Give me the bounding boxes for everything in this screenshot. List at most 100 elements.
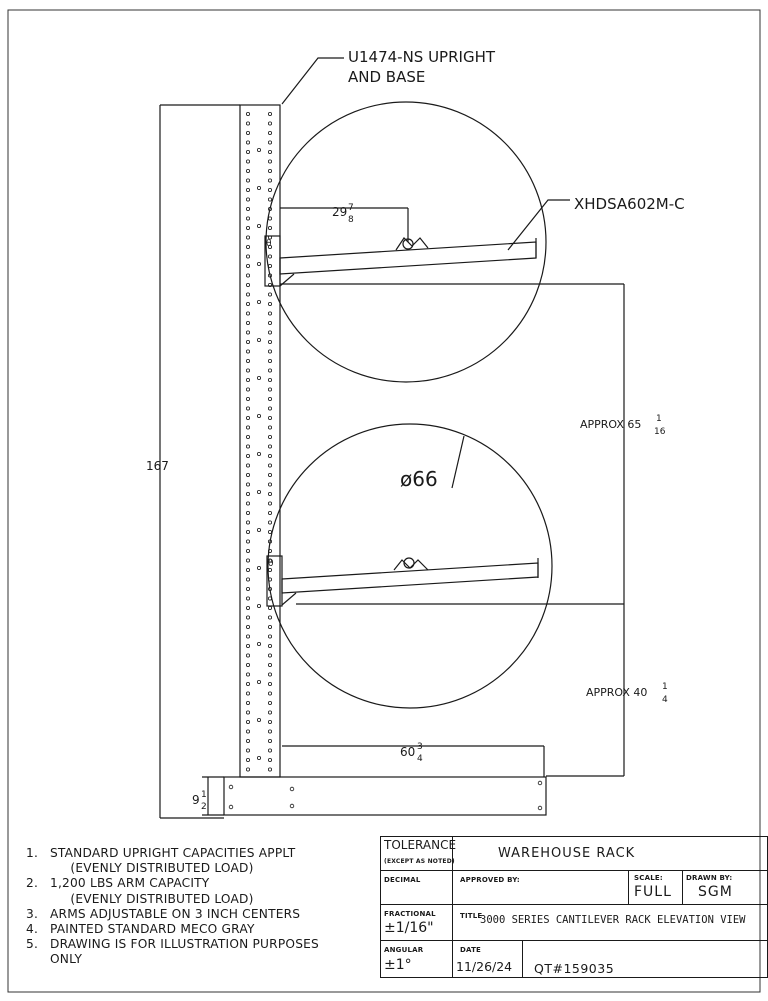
note-row: 1.STANDARD UPRIGHT CAPACITIES APPLT <box>26 846 366 861</box>
upright-hole <box>245 606 250 611</box>
upright-hole <box>256 642 261 647</box>
upright-hole <box>245 644 250 649</box>
tolerance-label: TOLERANCE <box>384 838 457 852</box>
upright-hole <box>245 615 250 620</box>
upright-hole <box>267 691 272 696</box>
upright-hole <box>245 121 250 126</box>
upright-hole <box>267 387 272 392</box>
upright-hole <box>256 223 261 228</box>
upright-hole <box>267 320 272 325</box>
upright-hole <box>245 244 250 249</box>
dim-arm-length-num: 7 <box>348 203 354 213</box>
dim-base-height-whole: 9 <box>192 793 200 807</box>
upright-hole <box>256 451 261 456</box>
upright-hole <box>245 758 250 763</box>
upright-hole <box>267 396 272 401</box>
callout-arm-part: XHDSA602M-C <box>574 195 685 213</box>
upright-hole <box>245 729 250 734</box>
scale-value: FULL <box>634 884 672 900</box>
upright-hole <box>245 254 250 259</box>
upright-hole <box>256 375 261 380</box>
upright-hole <box>256 147 261 152</box>
dim-bottom-arm-height: APPROX 40 <box>586 686 647 699</box>
note-row: 4.PAINTED STANDARD MECO GRAY <box>26 922 366 937</box>
upright-hole <box>245 130 250 135</box>
upright-hole <box>267 292 272 297</box>
upright-hole <box>245 767 250 772</box>
upright-hole <box>245 197 250 202</box>
upright-hole <box>245 491 250 496</box>
dim-arm-spacing: APPROX 65 <box>580 418 641 431</box>
upright-hole <box>245 748 250 753</box>
upright-hole <box>267 510 272 515</box>
note-row: 2.1,200 LBS ARM CAPACITY <box>26 876 366 891</box>
sheet-border <box>7 9 761 993</box>
upright-hole <box>245 187 250 192</box>
upright-hole <box>256 185 261 190</box>
upright-hole <box>245 596 250 601</box>
upright-hole <box>267 587 272 592</box>
upright-hole <box>267 187 272 192</box>
upright-hole <box>267 577 272 582</box>
upright-hole <box>245 482 250 487</box>
upright-hole <box>245 112 250 117</box>
note-row: 3.ARMS ADJUSTABLE ON 3 INCH CENTERS <box>26 907 366 922</box>
upright-hole <box>267 415 272 420</box>
upright-hole <box>245 396 250 401</box>
upright-hole <box>245 444 250 449</box>
upright-hole <box>267 501 272 506</box>
upright-hole <box>245 320 250 325</box>
upright-hole <box>256 489 261 494</box>
upright-hole <box>245 739 250 744</box>
dim-total-height: 167 <box>146 459 169 473</box>
upright-hole <box>245 149 250 154</box>
upright-hole <box>245 691 250 696</box>
dim-bottom-arm-num: 1 <box>662 682 668 692</box>
upright-hole <box>267 472 272 477</box>
upright-hole <box>256 604 261 609</box>
upright-hole <box>267 358 272 363</box>
upright-column <box>239 104 281 778</box>
upright-hole <box>267 301 272 306</box>
upright-hole <box>245 539 250 544</box>
upright-hole <box>267 625 272 630</box>
upright-hole <box>267 463 272 468</box>
upright-hole <box>245 672 250 677</box>
upright-hole <box>267 263 272 268</box>
note-row: (EVENLY DISTRIBUTED LOAD) <box>26 861 366 876</box>
upright-hole <box>267 130 272 135</box>
upright-hole <box>267 368 272 373</box>
upright-hole <box>256 756 261 761</box>
arm-bottom <box>266 555 539 607</box>
note-number: 4. <box>26 922 39 937</box>
angle-marker-top: θ <box>266 239 272 249</box>
upright-hole <box>245 225 250 230</box>
upright-hole <box>267 615 272 620</box>
upright-hole <box>267 520 272 525</box>
note-number <box>26 892 50 907</box>
dim-arm-spacing-num: 1 <box>656 414 662 424</box>
upright-hole <box>267 377 272 382</box>
upright-hole <box>245 634 250 639</box>
upright-hole <box>245 415 250 420</box>
upright-hole <box>267 434 272 439</box>
load-diameter-circle-top <box>265 101 547 383</box>
note-number: 2. <box>26 876 39 891</box>
upright-hole <box>245 701 250 706</box>
dim-base-length-den: 4 <box>417 754 423 764</box>
upright-hole <box>267 491 272 496</box>
upright-hole <box>256 337 261 342</box>
upright-hole <box>245 530 250 535</box>
upright-hole <box>267 349 272 354</box>
upright-hole <box>245 377 250 382</box>
scale-label: SCALE: <box>634 874 663 882</box>
upright-hole <box>267 739 272 744</box>
upright-hole <box>267 568 272 573</box>
note-number <box>26 952 50 967</box>
upright-hole <box>267 244 272 249</box>
upright-hole <box>245 273 250 278</box>
upright-hole <box>267 330 272 335</box>
company-name: WAREHOUSE RACK <box>498 846 636 861</box>
upright-hole <box>245 549 250 554</box>
